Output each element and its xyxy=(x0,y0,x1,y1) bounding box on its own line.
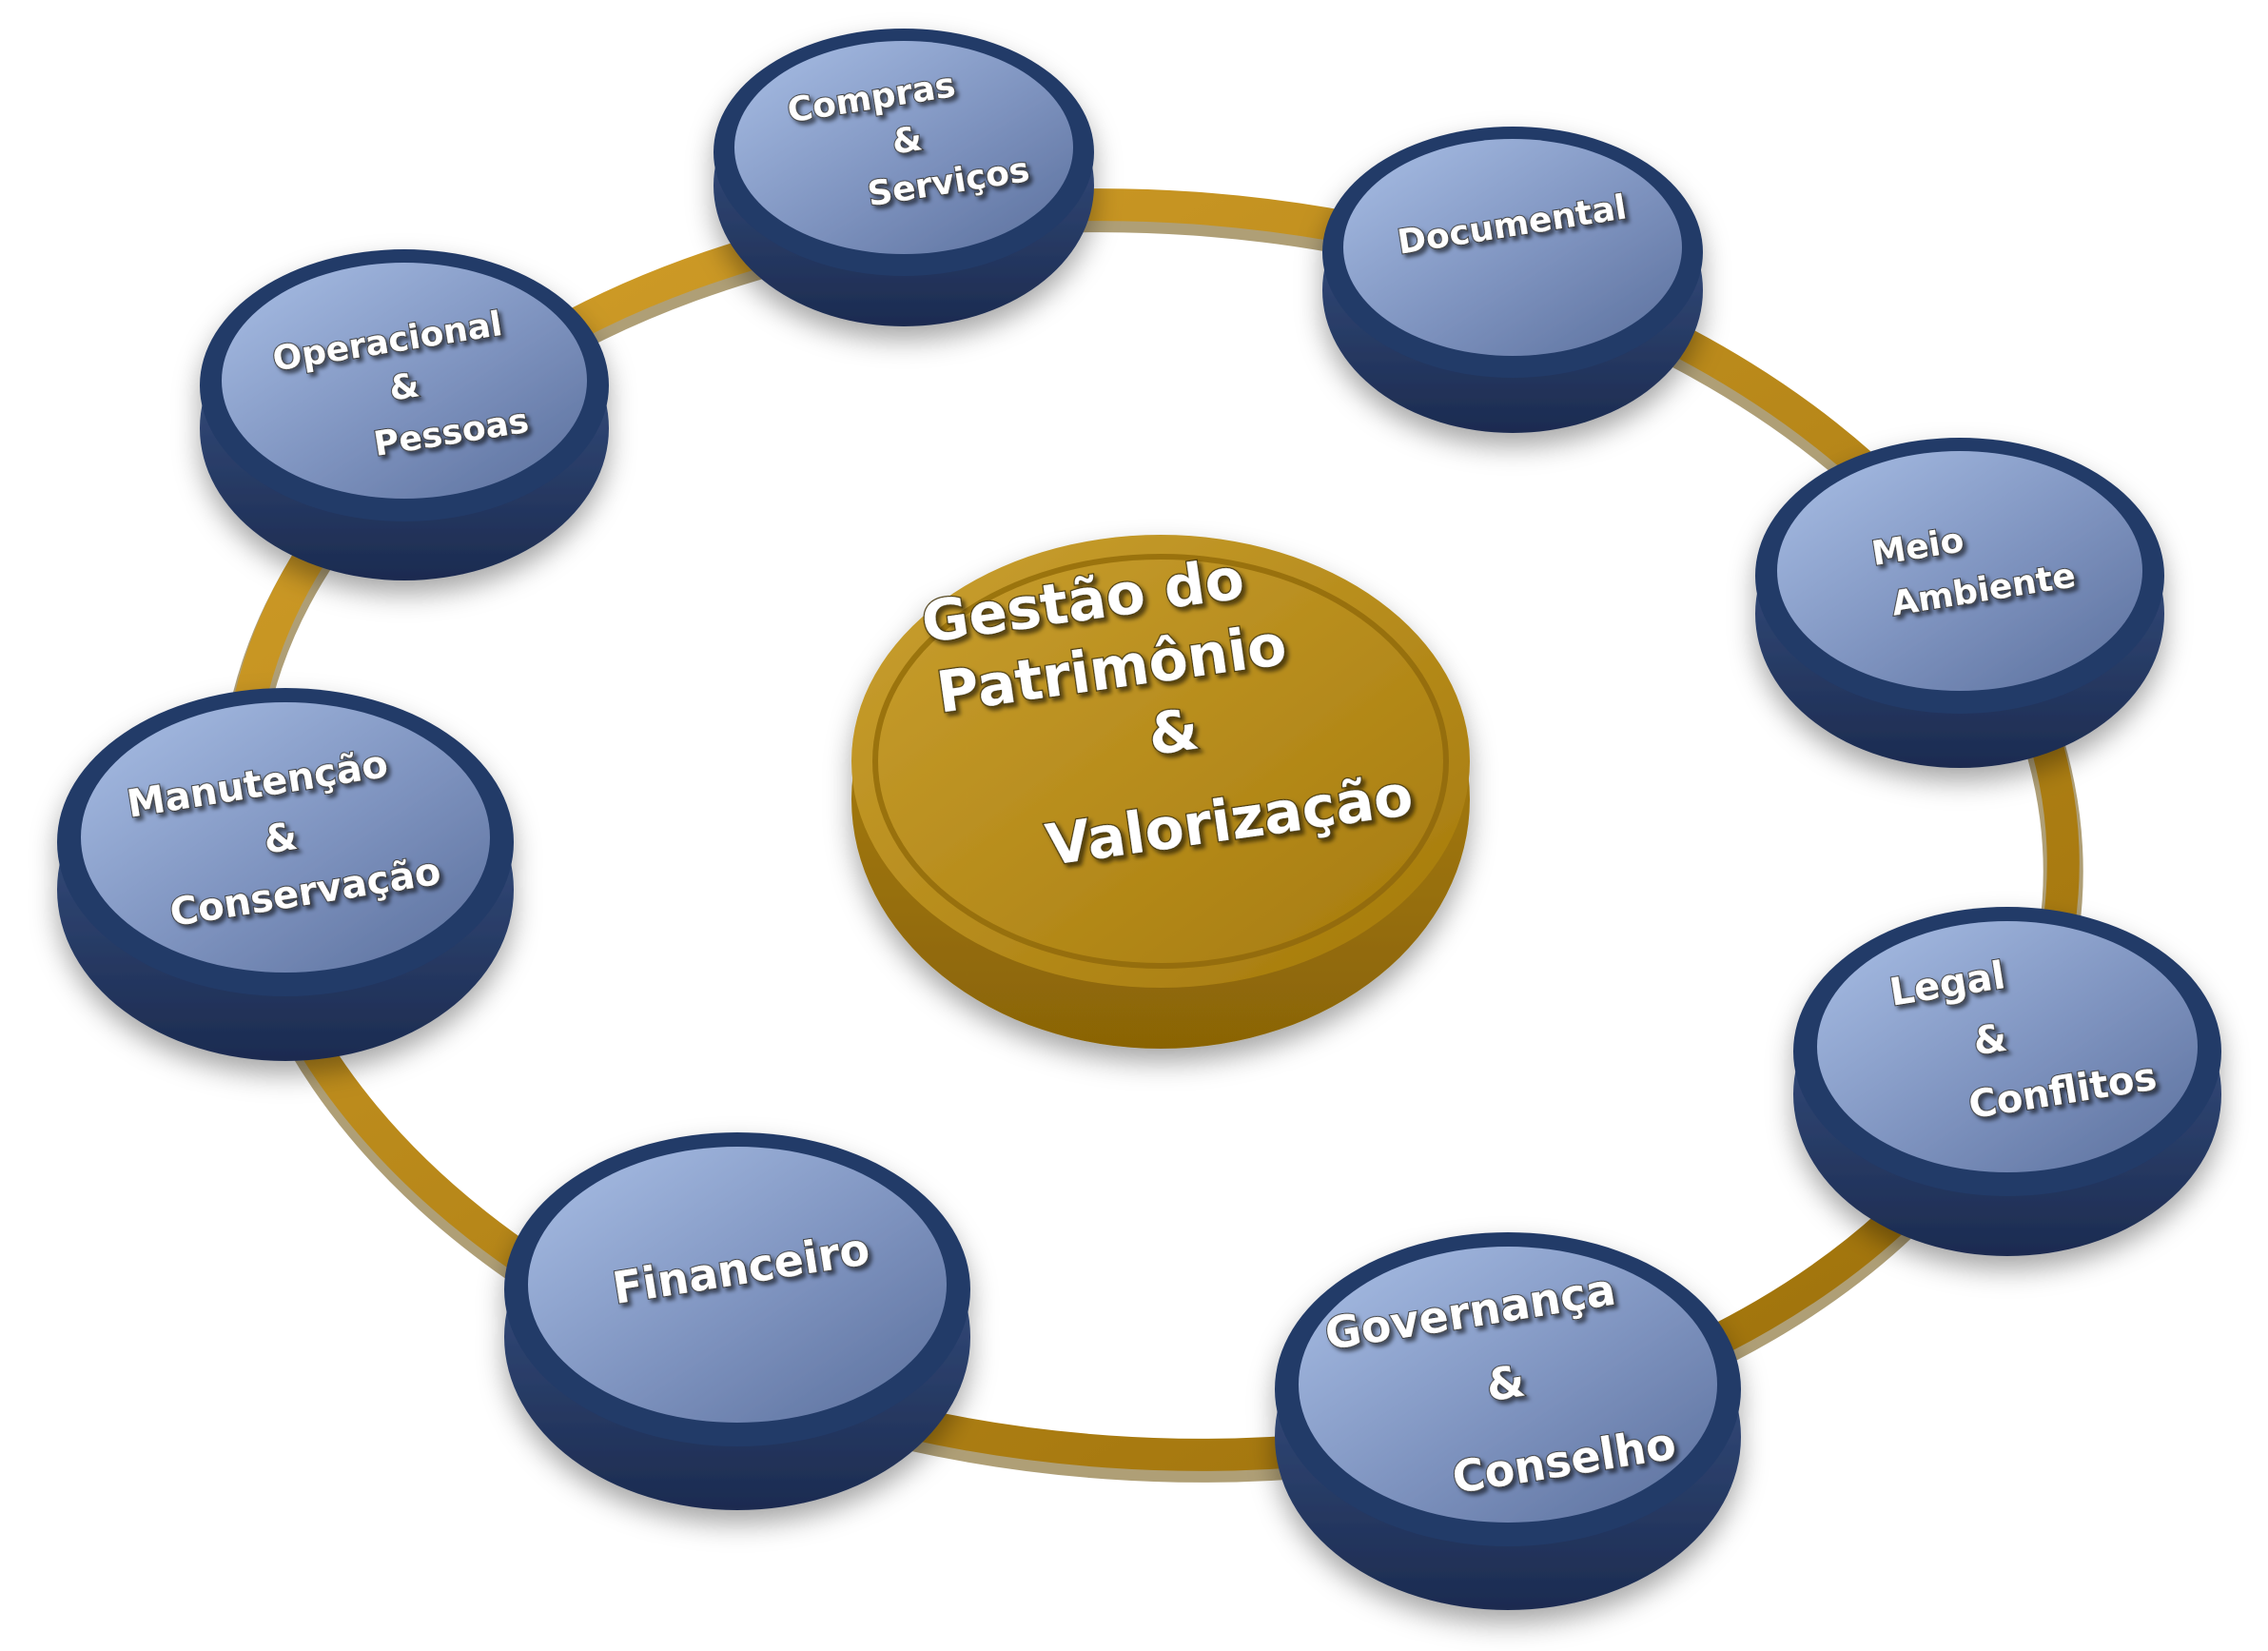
node-manutencao: Manutenção & Conservação xyxy=(57,688,514,1061)
center-title: Gestão do Patrimônio & Valorização xyxy=(917,526,1417,892)
node-operacional: Operacional & Pessoas xyxy=(200,249,609,580)
node-manutencao-line-2: & xyxy=(261,815,301,863)
node-meio-ambiente: Meio Ambiente xyxy=(1755,438,2164,768)
node-documental: Documental xyxy=(1322,127,1703,433)
node-legal-line-2: & xyxy=(1970,1016,2010,1065)
node-compras: Compras & Serviços xyxy=(714,29,1094,326)
center-line-3: & xyxy=(1144,696,1203,769)
node-compras-line-2: & xyxy=(890,119,925,162)
center-disk: Gestão do Patrimônio & Valorização xyxy=(851,526,1470,1049)
node-governanca-line-2: & xyxy=(1483,1355,1529,1412)
node-operacional-line-2: & xyxy=(386,365,421,408)
node-financeiro: Financeiro xyxy=(504,1132,970,1510)
node-governanca: Governança & Conselho xyxy=(1275,1232,1741,1610)
node-legal: Legal & Conflitos xyxy=(1793,907,2221,1256)
